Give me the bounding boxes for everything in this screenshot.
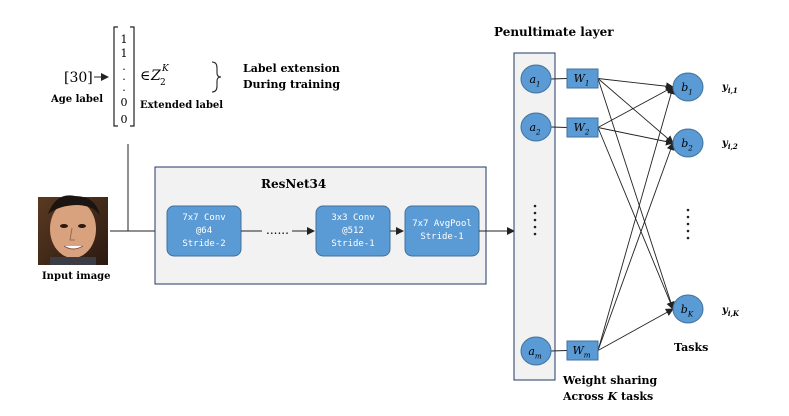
- output-node: [672, 294, 704, 324]
- output-label: b2: [681, 137, 693, 152]
- weight-to-output-line: [597, 86, 674, 128]
- penultimate-panel: [513, 52, 556, 381]
- vector-entry: 0: [121, 113, 128, 126]
- neuron-to-weight-line: [550, 350, 568, 352]
- set-z: Z: [150, 68, 161, 84]
- input-image-label: Input image: [42, 271, 111, 282]
- weight-sharing-tasks: tasks: [621, 390, 653, 403]
- neuron-node: [520, 64, 552, 94]
- weight-sharing-k: K: [607, 390, 621, 403]
- vector-left-bracket: [113, 26, 118, 127]
- extended-vector: 11... 0 0: [121, 33, 128, 126]
- weight-label: W1: [574, 72, 590, 87]
- avgpool-line-1: 7x7 AvgPool: [412, 219, 472, 229]
- connections: [550, 78, 675, 352]
- conv-mid-line-1: 3x3 Conv: [331, 213, 374, 223]
- vector-entry: .: [122, 70, 126, 83]
- weight-sharing-line-2: Across K tasks: [562, 390, 653, 403]
- output-node: [672, 128, 704, 158]
- weight-to-output-line: [597, 86, 675, 351]
- age-value: [30]: [64, 70, 93, 86]
- weight-sharing-line-1: Weight sharing: [562, 374, 658, 387]
- weight-to-output-line: [597, 142, 675, 351]
- weight-to-output-line: [597, 78, 674, 144]
- label-extension-line-2: During training: [243, 78, 340, 91]
- target-label: yi,1: [721, 82, 738, 95]
- age-label: Age label: [50, 94, 103, 105]
- neuron-label: am: [528, 345, 542, 360]
- vector-entry: 1: [121, 47, 128, 60]
- penultimate-ellipsis: [533, 204, 537, 236]
- weight-sharing-across: Across: [562, 390, 604, 403]
- weight-label: Wm: [572, 344, 590, 359]
- neuron-node: [520, 112, 552, 142]
- resnet-title: ResNet34: [261, 177, 326, 191]
- avgpool-line-2: Stride-1: [420, 232, 463, 242]
- conv-mid-line-2: @512: [342, 226, 364, 236]
- conv1-line-1: 7x7 Conv: [182, 213, 225, 223]
- vector-entry: 1: [121, 33, 128, 46]
- outputs-ellipsis: [686, 208, 690, 240]
- vector-entry: .: [122, 81, 126, 94]
- tasks-label: Tasks: [674, 341, 708, 354]
- weight-to-output-line: [597, 78, 675, 310]
- set-symbol: ∈: [140, 68, 150, 84]
- vector-entry: 0: [121, 96, 128, 109]
- output-label: bK: [681, 303, 694, 318]
- weight-to-output-line: [597, 308, 674, 351]
- vector-entry: .: [122, 60, 126, 73]
- input-face-image: [38, 195, 108, 265]
- neuron-label: a1: [529, 73, 540, 88]
- output-label: b1: [681, 81, 693, 96]
- target-label: yi,K: [721, 305, 740, 318]
- label-extension-line-1: Label extension: [243, 62, 340, 75]
- weight-box: [566, 340, 599, 361]
- conv1-line-3: Stride-2: [182, 239, 225, 249]
- vector-right-bracket: [130, 26, 135, 127]
- weight-to-output-line: [597, 78, 674, 91]
- set-sup: K: [161, 64, 170, 74]
- penultimate-title: Penultimate layer: [494, 25, 614, 39]
- conv-mid-line-3: Stride-1: [331, 239, 374, 249]
- weight-box: [566, 117, 599, 138]
- neuron-label: a2: [529, 121, 541, 136]
- neuron-node: [520, 336, 552, 366]
- weight-to-output-line: [597, 127, 674, 146]
- neuron-to-weight-line: [550, 126, 568, 128]
- weight-box: [566, 68, 599, 89]
- curly-brace: [211, 61, 222, 93]
- avgpool-block: [404, 205, 480, 257]
- between-dots: ......: [266, 223, 289, 237]
- conv1-line-2: @64: [196, 226, 212, 236]
- set-sub: 2: [160, 78, 166, 88]
- output-node: [672, 72, 704, 102]
- weight-label: W2: [574, 121, 590, 136]
- extended-label: Extended label: [140, 100, 223, 111]
- neuron-to-weight-line: [550, 78, 568, 80]
- target-label: yi,2: [721, 138, 738, 151]
